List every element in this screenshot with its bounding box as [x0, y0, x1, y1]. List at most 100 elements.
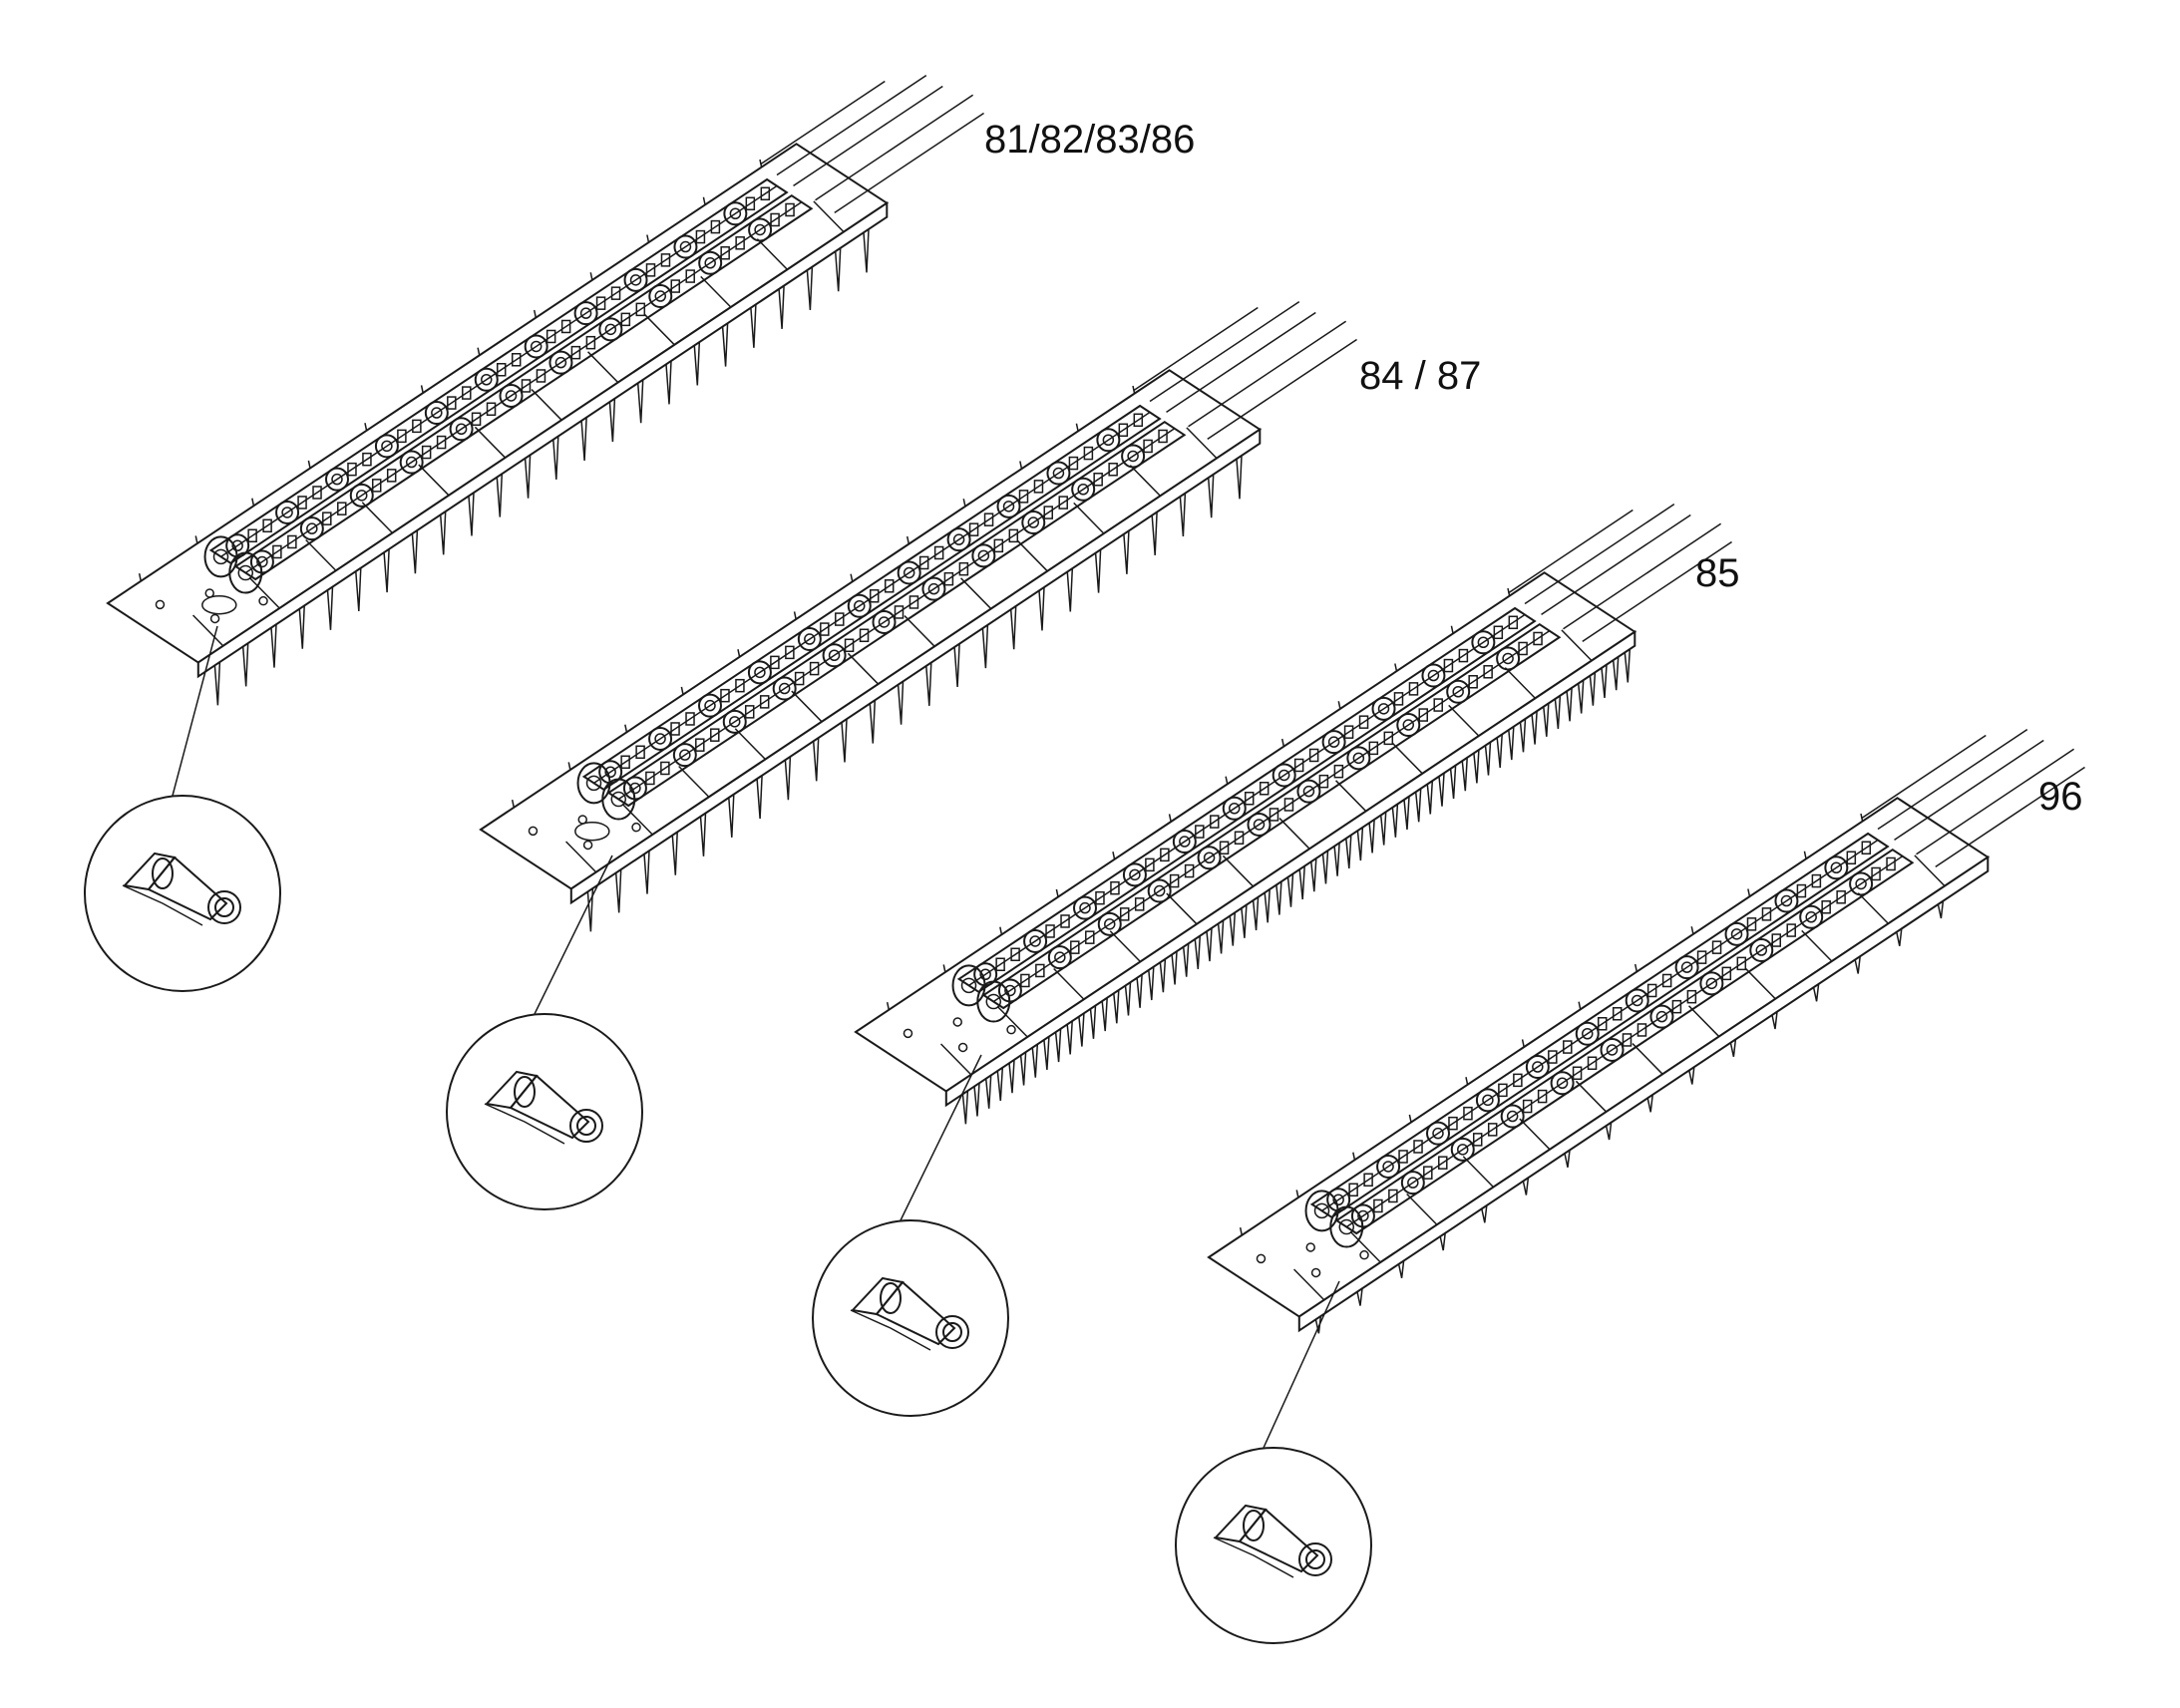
chain-roller [698, 693, 722, 718]
rake-tooth [1566, 686, 1573, 722]
rake-tooth [699, 812, 707, 856]
chain-link-cell [1219, 841, 1230, 855]
chain-pin [1477, 636, 1490, 648]
chain-link-cell [412, 419, 422, 434]
chain-pin [1104, 918, 1116, 930]
flight-tab [906, 535, 910, 544]
chain-link-cell [1145, 857, 1155, 872]
chain-pin [854, 600, 866, 612]
rake-tooth [721, 321, 729, 367]
chain-roller [996, 494, 1021, 518]
chain-pin [1427, 669, 1440, 682]
chain-roller [424, 401, 449, 426]
flight-division [587, 351, 619, 384]
guide-rail [1508, 509, 1634, 594]
chain-link-cell [859, 628, 870, 643]
chain-pin [604, 766, 616, 778]
chain-link-cell [1169, 873, 1180, 888]
chain-roller [1121, 444, 1146, 469]
chain-link-cell [620, 755, 630, 770]
rake-tooth [1531, 709, 1538, 745]
chain-pin [1377, 703, 1390, 715]
fastener-nut-bore [1305, 1549, 1325, 1569]
guide-rail [776, 75, 927, 176]
guide-rail [1935, 766, 2085, 867]
chain-roller [1450, 1137, 1475, 1162]
rake-tooth [693, 340, 701, 386]
flight-division [847, 652, 880, 685]
chain-link-cell [785, 202, 795, 217]
fastener-base [484, 1103, 565, 1145]
chain-roller [772, 676, 797, 701]
chain-pin [356, 490, 368, 502]
flight-tab [1450, 625, 1454, 634]
chain-link-cell [1093, 473, 1103, 487]
chain-pin [1830, 861, 1843, 873]
chain-roller [1296, 779, 1321, 804]
chain-link-cell [1158, 429, 1168, 444]
rake-tooth [326, 585, 334, 630]
chain-link-cell [635, 745, 645, 760]
flight-division [1349, 1230, 1381, 1263]
rake-tooth [1391, 803, 1399, 838]
chain-link-cell [1184, 863, 1195, 878]
chain-pin [481, 374, 493, 386]
flight-division [248, 576, 280, 609]
chain-link-cell [1537, 1089, 1548, 1104]
chain-link-cell [1886, 856, 1896, 871]
flight-tab [1337, 701, 1341, 710]
rake-tooth [1310, 856, 1317, 892]
chain-pin [729, 207, 742, 219]
chain-link-cell [744, 705, 755, 719]
chain-link-cell [685, 269, 695, 283]
chain-pin [1129, 868, 1141, 881]
bolt-opening [201, 594, 237, 615]
chain-pin [1052, 467, 1065, 480]
rake-tooth [1275, 879, 1282, 915]
chain-roller [1600, 1037, 1625, 1062]
rake-tooth [1397, 1258, 1405, 1278]
deck-plate [106, 143, 890, 664]
mount-hole [631, 822, 641, 833]
rake-tooth [1345, 834, 1352, 868]
mount-hole [155, 599, 166, 610]
chain-link-cell [660, 761, 670, 776]
chain-roller [1824, 855, 1849, 880]
fastener-nut [207, 890, 241, 924]
chain-pin [679, 749, 691, 761]
chain-roller [1475, 1088, 1500, 1113]
mount-hole [258, 595, 268, 606]
rake-tooth [897, 679, 905, 725]
chain-link-cell [958, 561, 969, 576]
rake-tooth [1066, 566, 1074, 612]
rake-tooth [1519, 717, 1527, 753]
chain-roller [1446, 679, 1471, 704]
chain-link-cell [1118, 423, 1129, 438]
chain-roller [822, 643, 847, 668]
rake-tooth [1473, 748, 1480, 784]
chain-pin [1004, 984, 1016, 997]
chain-roller [971, 543, 996, 568]
chain-link-cell [1393, 692, 1404, 706]
chain-link-cell [1458, 648, 1469, 663]
chain-pin [1153, 884, 1166, 897]
chain-link-cell [1343, 725, 1354, 739]
chain-link-cell [1711, 940, 1722, 954]
rake-tooth [1605, 1121, 1613, 1141]
flight-division [1222, 854, 1255, 887]
chain-link-cell [1043, 506, 1053, 519]
chain-pin [1027, 516, 1040, 528]
detail-circle [84, 795, 281, 992]
chain-link-cell [695, 738, 705, 752]
chain-pin [804, 633, 816, 645]
chain-pin [1730, 928, 1743, 940]
chain-link-cell [645, 263, 656, 277]
flight-tab [477, 347, 481, 356]
chain-link-cell [1095, 890, 1105, 905]
chain-pin [554, 356, 567, 369]
rake-tooth [383, 547, 390, 593]
detail-circle [1175, 1447, 1372, 1644]
chain-link-cell [1318, 774, 1329, 789]
chain-link-cell [1622, 1033, 1633, 1047]
chain-link-cell [1308, 748, 1319, 763]
